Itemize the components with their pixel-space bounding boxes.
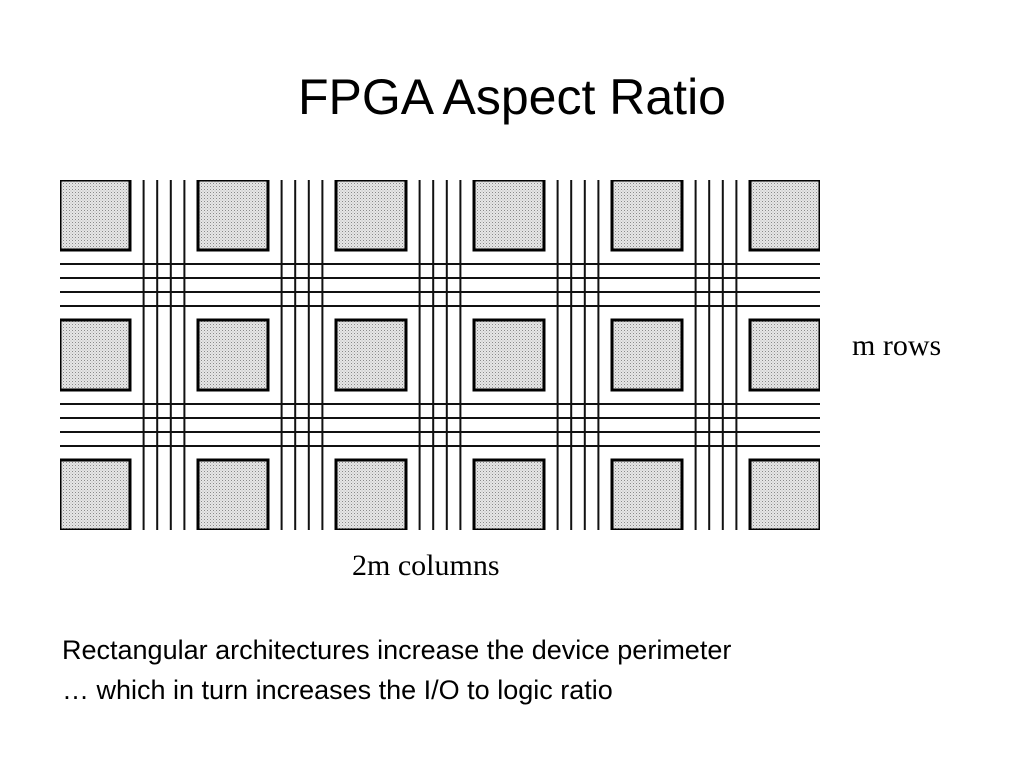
logic-block: [610, 318, 684, 392]
logic-block: [60, 458, 132, 530]
logic-block: [748, 318, 820, 392]
logic-block: [748, 458, 820, 530]
logic-block: [196, 318, 270, 392]
logic-block: [196, 458, 270, 530]
logic-blocks: [60, 180, 820, 530]
logic-block: [334, 180, 408, 252]
logic-block: [60, 180, 132, 252]
logic-block: [334, 318, 408, 392]
logic-block: [472, 180, 546, 252]
body-line-2: … which in turn increases the I/O to log…: [62, 675, 613, 705]
logic-block: [748, 180, 820, 252]
columns-label: 2m columns: [352, 549, 500, 582]
rows-label: m rows: [852, 329, 942, 362]
logic-block: [334, 458, 408, 530]
body-line-1: Rectangular architectures increase the d…: [62, 635, 732, 665]
routing-channels: [60, 180, 820, 530]
fpga-grid-diagram: [60, 180, 820, 530]
logic-block: [472, 318, 546, 392]
logic-block: [60, 318, 132, 392]
logic-block: [472, 458, 546, 530]
logic-block: [610, 458, 684, 530]
logic-block: [610, 180, 684, 252]
slide-body: Rectangular architectures increase the d…: [62, 630, 962, 710]
logic-block: [196, 180, 270, 252]
slide-title: FPGA Aspect Ratio: [298, 69, 726, 125]
